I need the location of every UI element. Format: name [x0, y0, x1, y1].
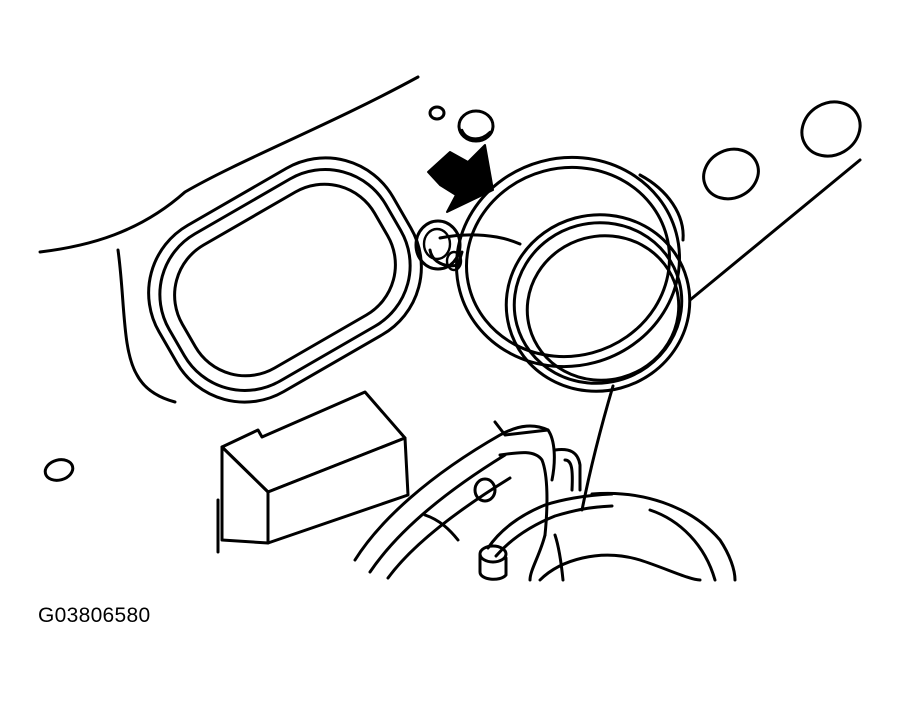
rectangular-cover: [147, 156, 423, 404]
bracket-and-tubing: [353, 420, 737, 582]
figure-code: G03806580: [38, 604, 151, 627]
hole-oval-center: [702, 147, 760, 201]
hole-small: [428, 105, 446, 121]
round-cap: [455, 155, 692, 393]
callout-arrow: [427, 144, 494, 213]
connector-block: [220, 390, 410, 545]
hole-oval-right: [800, 100, 862, 158]
hole-oval-left: [43, 458, 75, 482]
hole-round: [457, 109, 495, 143]
